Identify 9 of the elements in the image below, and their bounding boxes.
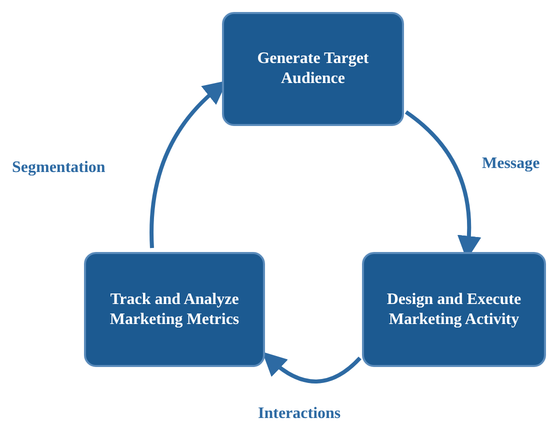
process-box [362,252,546,367]
box-text: Track and Analyze Marketing Metrics [108,290,240,330]
edge-label: Message [482,154,540,174]
process-box [84,252,265,367]
box-text: Generate Target Audience [256,49,370,89]
edge-label: Interactions [258,404,341,424]
box-text: Design and Execute Marketing Activity [386,290,522,330]
edge-label: Segmentation [12,158,106,178]
process-box [222,12,404,126]
